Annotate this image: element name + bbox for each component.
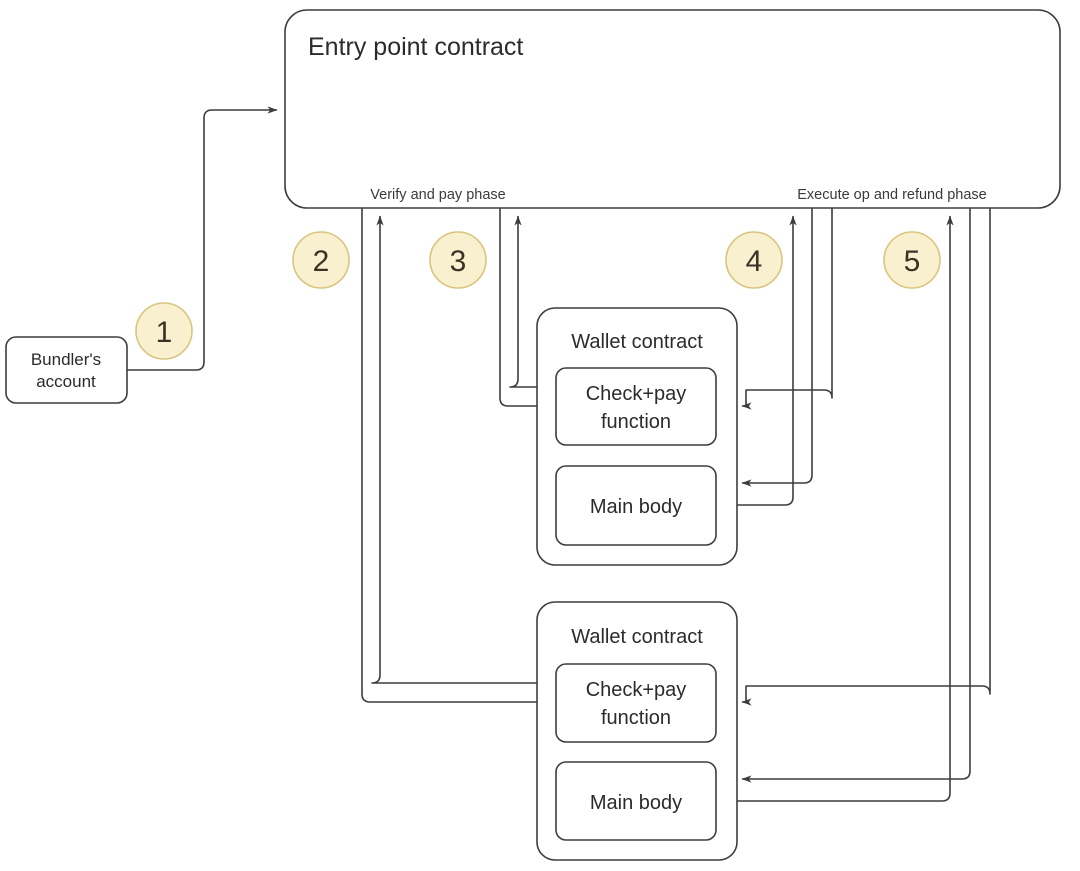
step-badge-2-circle — [292, 231, 350, 289]
wallet-contract-2-title: Wallet contract — [571, 626, 703, 648]
connector-step3-return-wallet1-checkpay-to-entrypoint — [509, 215, 556, 388]
connector-step5-down-to-wallet2-checkpay — [741, 208, 991, 706]
step-badge-4: 4 — [725, 231, 783, 289]
connector-step2-down-to-wallet2-checkpay — [361, 208, 552, 706]
phase-label-execute: Execute op and refund phase — [797, 187, 986, 203]
step-badge-3: 3 — [429, 231, 487, 289]
connector-step2-return-wallet2-checkpay-to-entrypoint — [371, 215, 556, 684]
step-badge-1: 1 — [135, 302, 193, 360]
connector-step5-return-wallet2-mainbody-to-entrypoint — [716, 215, 954, 802]
bundlers-account-label-line2: account — [36, 372, 96, 391]
wallet-contract-2: Wallet contract Check+pay function Main … — [536, 601, 738, 861]
step-badge-2-number: 2 — [313, 245, 330, 278]
connector-step4-down-to-wallet1-checkpay — [741, 208, 833, 410]
connector-step4-return-wallet1-mainbody-to-entrypoint — [716, 215, 797, 506]
step-badge-5-number: 5 — [904, 245, 921, 278]
entry-point-contract: Entry point contract Verify and pay phas… — [284, 9, 1061, 209]
wallet-1-checkpay-label-line1: Check+pay — [586, 383, 687, 405]
wallet-2-checkpay-label-line2: function — [601, 707, 671, 729]
wallet-contract-1: Wallet contract Check+pay function Main … — [536, 307, 738, 566]
step-badge-5-circle — [883, 231, 941, 289]
entry-point-contract-title: Entry point contract — [308, 33, 523, 61]
bundlers-account-box — [5, 336, 128, 404]
step-badge-1-number: 1 — [156, 316, 173, 349]
step-badge-4-circle — [725, 231, 783, 289]
connector-step4-down-to-wallet1-mainbody — [741, 208, 813, 487]
phase-label-verify: Verify and pay phase — [370, 187, 505, 203]
bundlers-account-label-line1: Bundler's — [31, 350, 101, 369]
wallet-contract-1-title: Wallet contract — [571, 331, 703, 353]
wallet-1-checkpay-box — [555, 367, 717, 446]
step-badge-4-number: 4 — [746, 245, 763, 278]
wallet-1-checkpay-label-line2: function — [601, 411, 671, 433]
step-badge-1-circle — [135, 302, 193, 360]
connector-bundler-to-entrypoint — [127, 106, 278, 371]
connector-step3-down-to-wallet1-checkpay — [499, 208, 552, 410]
step-badge-3-circle — [429, 231, 487, 289]
step-badge-2: 2 — [292, 231, 350, 289]
bundlers-account: Bundler's account — [5, 336, 128, 404]
connector-step5-down-to-wallet2-mainbody — [741, 208, 971, 783]
wallet-1-mainbody-label: Main body — [590, 496, 682, 518]
wallet-2-mainbody-label: Main body — [590, 792, 682, 814]
step-badge-3-number: 3 — [450, 245, 467, 278]
wallet-2-mainbody-box — [555, 761, 717, 841]
step-badge-5: 5 — [883, 231, 941, 289]
wallet-1-mainbody-box — [555, 465, 717, 546]
wallet-2-checkpay-box — [555, 663, 717, 743]
wallet-2-checkpay-label-line1: Check+pay — [586, 679, 687, 701]
entry-point-contract-box — [284, 9, 1061, 209]
